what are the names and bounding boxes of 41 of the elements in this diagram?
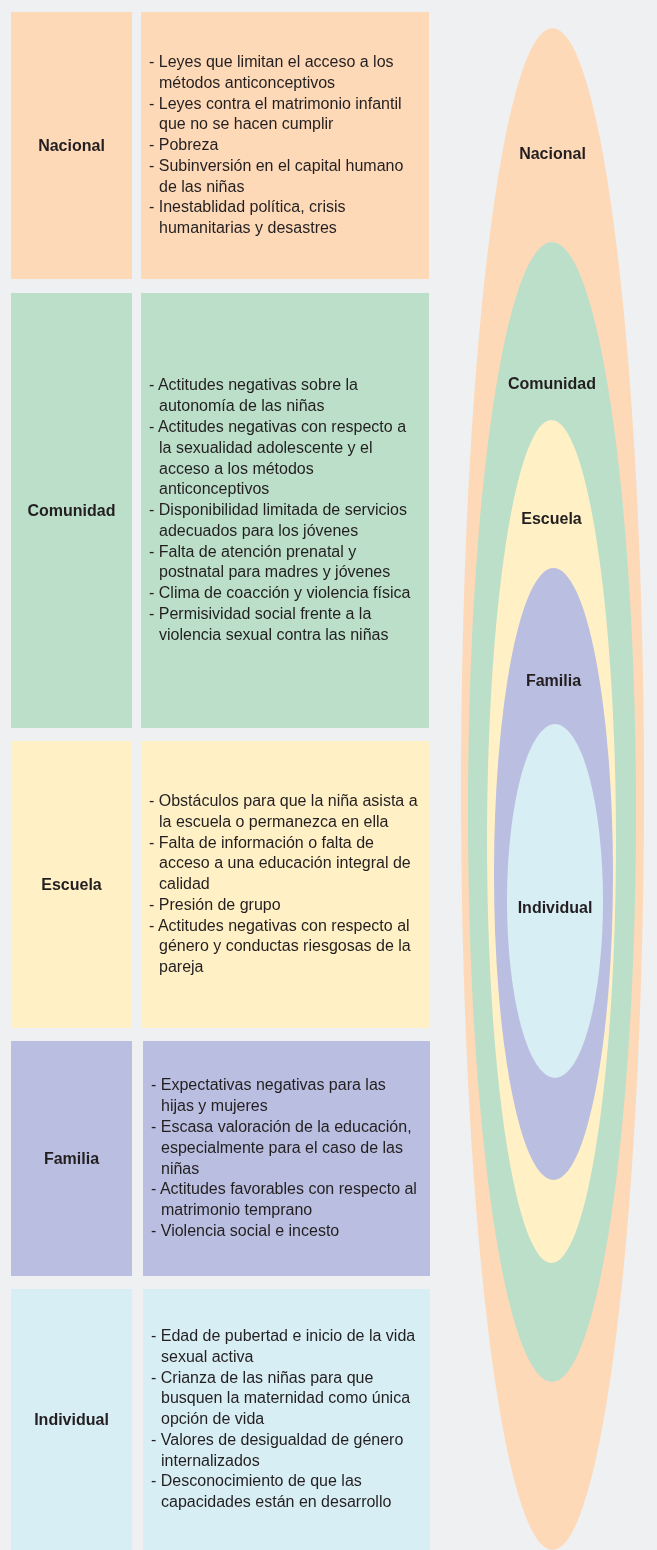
list-item: - Edad de pubertad e inicio de la vida sexual activa [151, 1325, 417, 1367]
list-item: - Escasa valoración de la educación, especialmente para el caso de las niñas [151, 1116, 413, 1179]
list-item: - Pobreza [149, 135, 220, 156]
level-label: Nacional [38, 136, 105, 155]
list-item: - Clima de coacción y violencia física [149, 583, 412, 604]
level-label: Nacional [518, 145, 587, 163]
list-item: - Actitudes negativas con respecto a la sexualidad adolescente y el acceso a los métodos anticonceptivos [149, 416, 408, 500]
list-item: - Presión de grupo [149, 894, 282, 915]
list-item: - Obstáculos para que la niña asista a la escuela o permanezca en ella [149, 790, 419, 832]
list-item: - Desconocimiento de que las capacidades están en desarrollo [151, 1471, 393, 1513]
list-item: - Actitudes negativas con respecto al género y conductas riesgosas de la pareja [149, 915, 412, 978]
level-label: Individual [34, 1410, 109, 1429]
factor-list-box [141, 12, 429, 279]
list-item: - Permisividad social frente a la violencia sexual contra las niñas [149, 604, 390, 645]
list-item: - Disponibilidad limitada de servicios adecuados para los jóvenes [149, 500, 408, 541]
level-label-box [11, 12, 132, 279]
list-item: - Leyes que limitan el acceso a los métodos anticonceptivos [149, 51, 395, 93]
level-label: Escuela [520, 510, 583, 528]
level-label: Escuela [41, 875, 102, 894]
level-label-box [11, 741, 132, 1028]
factor-list-box [141, 293, 429, 728]
list-item: - Falta de información o falta de acceso a una educación integral de calidad [149, 832, 412, 895]
factor-list-box [143, 1041, 430, 1276]
list-item: - Subinversión en el capital humano de las niñas [149, 155, 405, 197]
level-label: Comunidad [507, 375, 597, 393]
list-item: - Violencia social e incesto [151, 1220, 341, 1241]
list-item: - Actitudes favorables con respecto al matrimonio temprano [151, 1179, 418, 1221]
level-label: Familia [524, 672, 583, 690]
list-item: - Crianza de las niñas para que busquen la maternidad como única opción de vida [151, 1367, 412, 1430]
list-item: - Actitudes negativas sobre la autonomía de las niñas [149, 375, 359, 417]
level-label: Comunidad [27, 501, 116, 520]
level-label-box [11, 293, 132, 728]
list-item: - Falta de atención prenatal y postnatal para madres y jóvenes [149, 541, 392, 583]
factor-list-box [141, 741, 429, 1028]
list-item: - Expectativas negativas para las hijas y mujeres [151, 1075, 387, 1117]
list-item: - Leyes contra el matrimonio infantil que no se hacen cumplir [149, 93, 403, 135]
level-label: Individual [516, 899, 594, 917]
level-label: Familia [43, 1149, 100, 1168]
level-label-box [11, 1041, 132, 1276]
list-item: - Valores de desigualdad de género internalizados [151, 1429, 405, 1471]
list-item: - Inestablidad política, crisis humanitarias y desastres [149, 197, 347, 239]
